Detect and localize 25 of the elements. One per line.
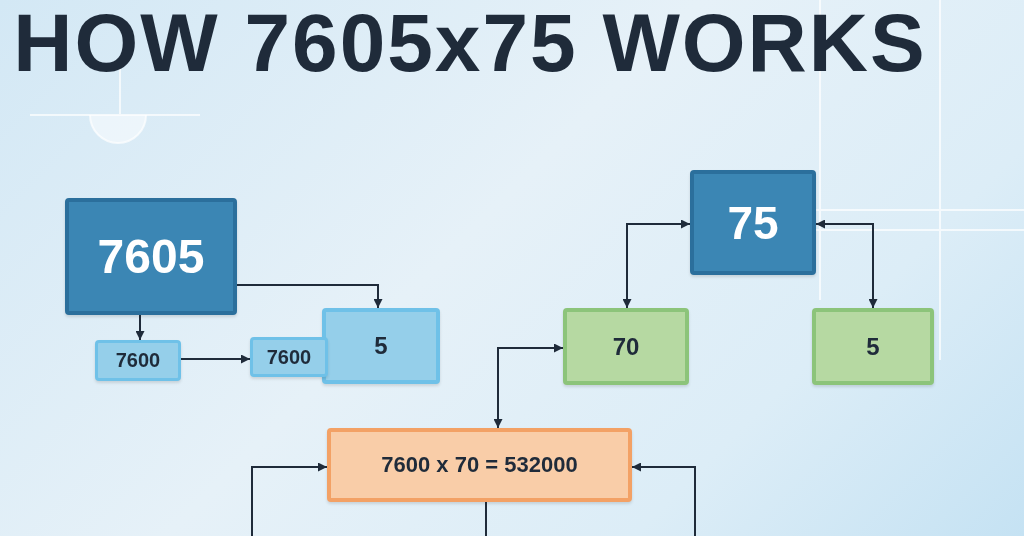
- node-label: 5: [374, 332, 388, 360]
- node-label: 7605: [97, 229, 205, 284]
- arrow: [251, 462, 328, 536]
- number-box: [65, 198, 237, 315]
- arrow: [236, 284, 383, 309]
- node-label: 70: [612, 332, 640, 361]
- node-label: 5: [866, 332, 880, 361]
- value-box: [563, 308, 689, 385]
- node-label: 7600: [266, 345, 312, 369]
- node-label: 7600: [115, 349, 161, 372]
- node-label: 7600 x 70 = 532000: [381, 452, 578, 478]
- arrow: [135, 314, 145, 341]
- arrow: [493, 343, 564, 429]
- value-box: [327, 428, 632, 502]
- number-box: [690, 170, 816, 275]
- value-box: [250, 337, 328, 377]
- title: HOW 7605x75 WORKS: [12, 2, 928, 84]
- value-box: [812, 308, 934, 385]
- value-box: [322, 308, 440, 384]
- arrow: [631, 462, 696, 536]
- arrow: [622, 219, 691, 309]
- value-box: [95, 340, 181, 381]
- arrow: [180, 354, 251, 364]
- arrow: [815, 219, 878, 309]
- node-label: 75: [727, 195, 779, 250]
